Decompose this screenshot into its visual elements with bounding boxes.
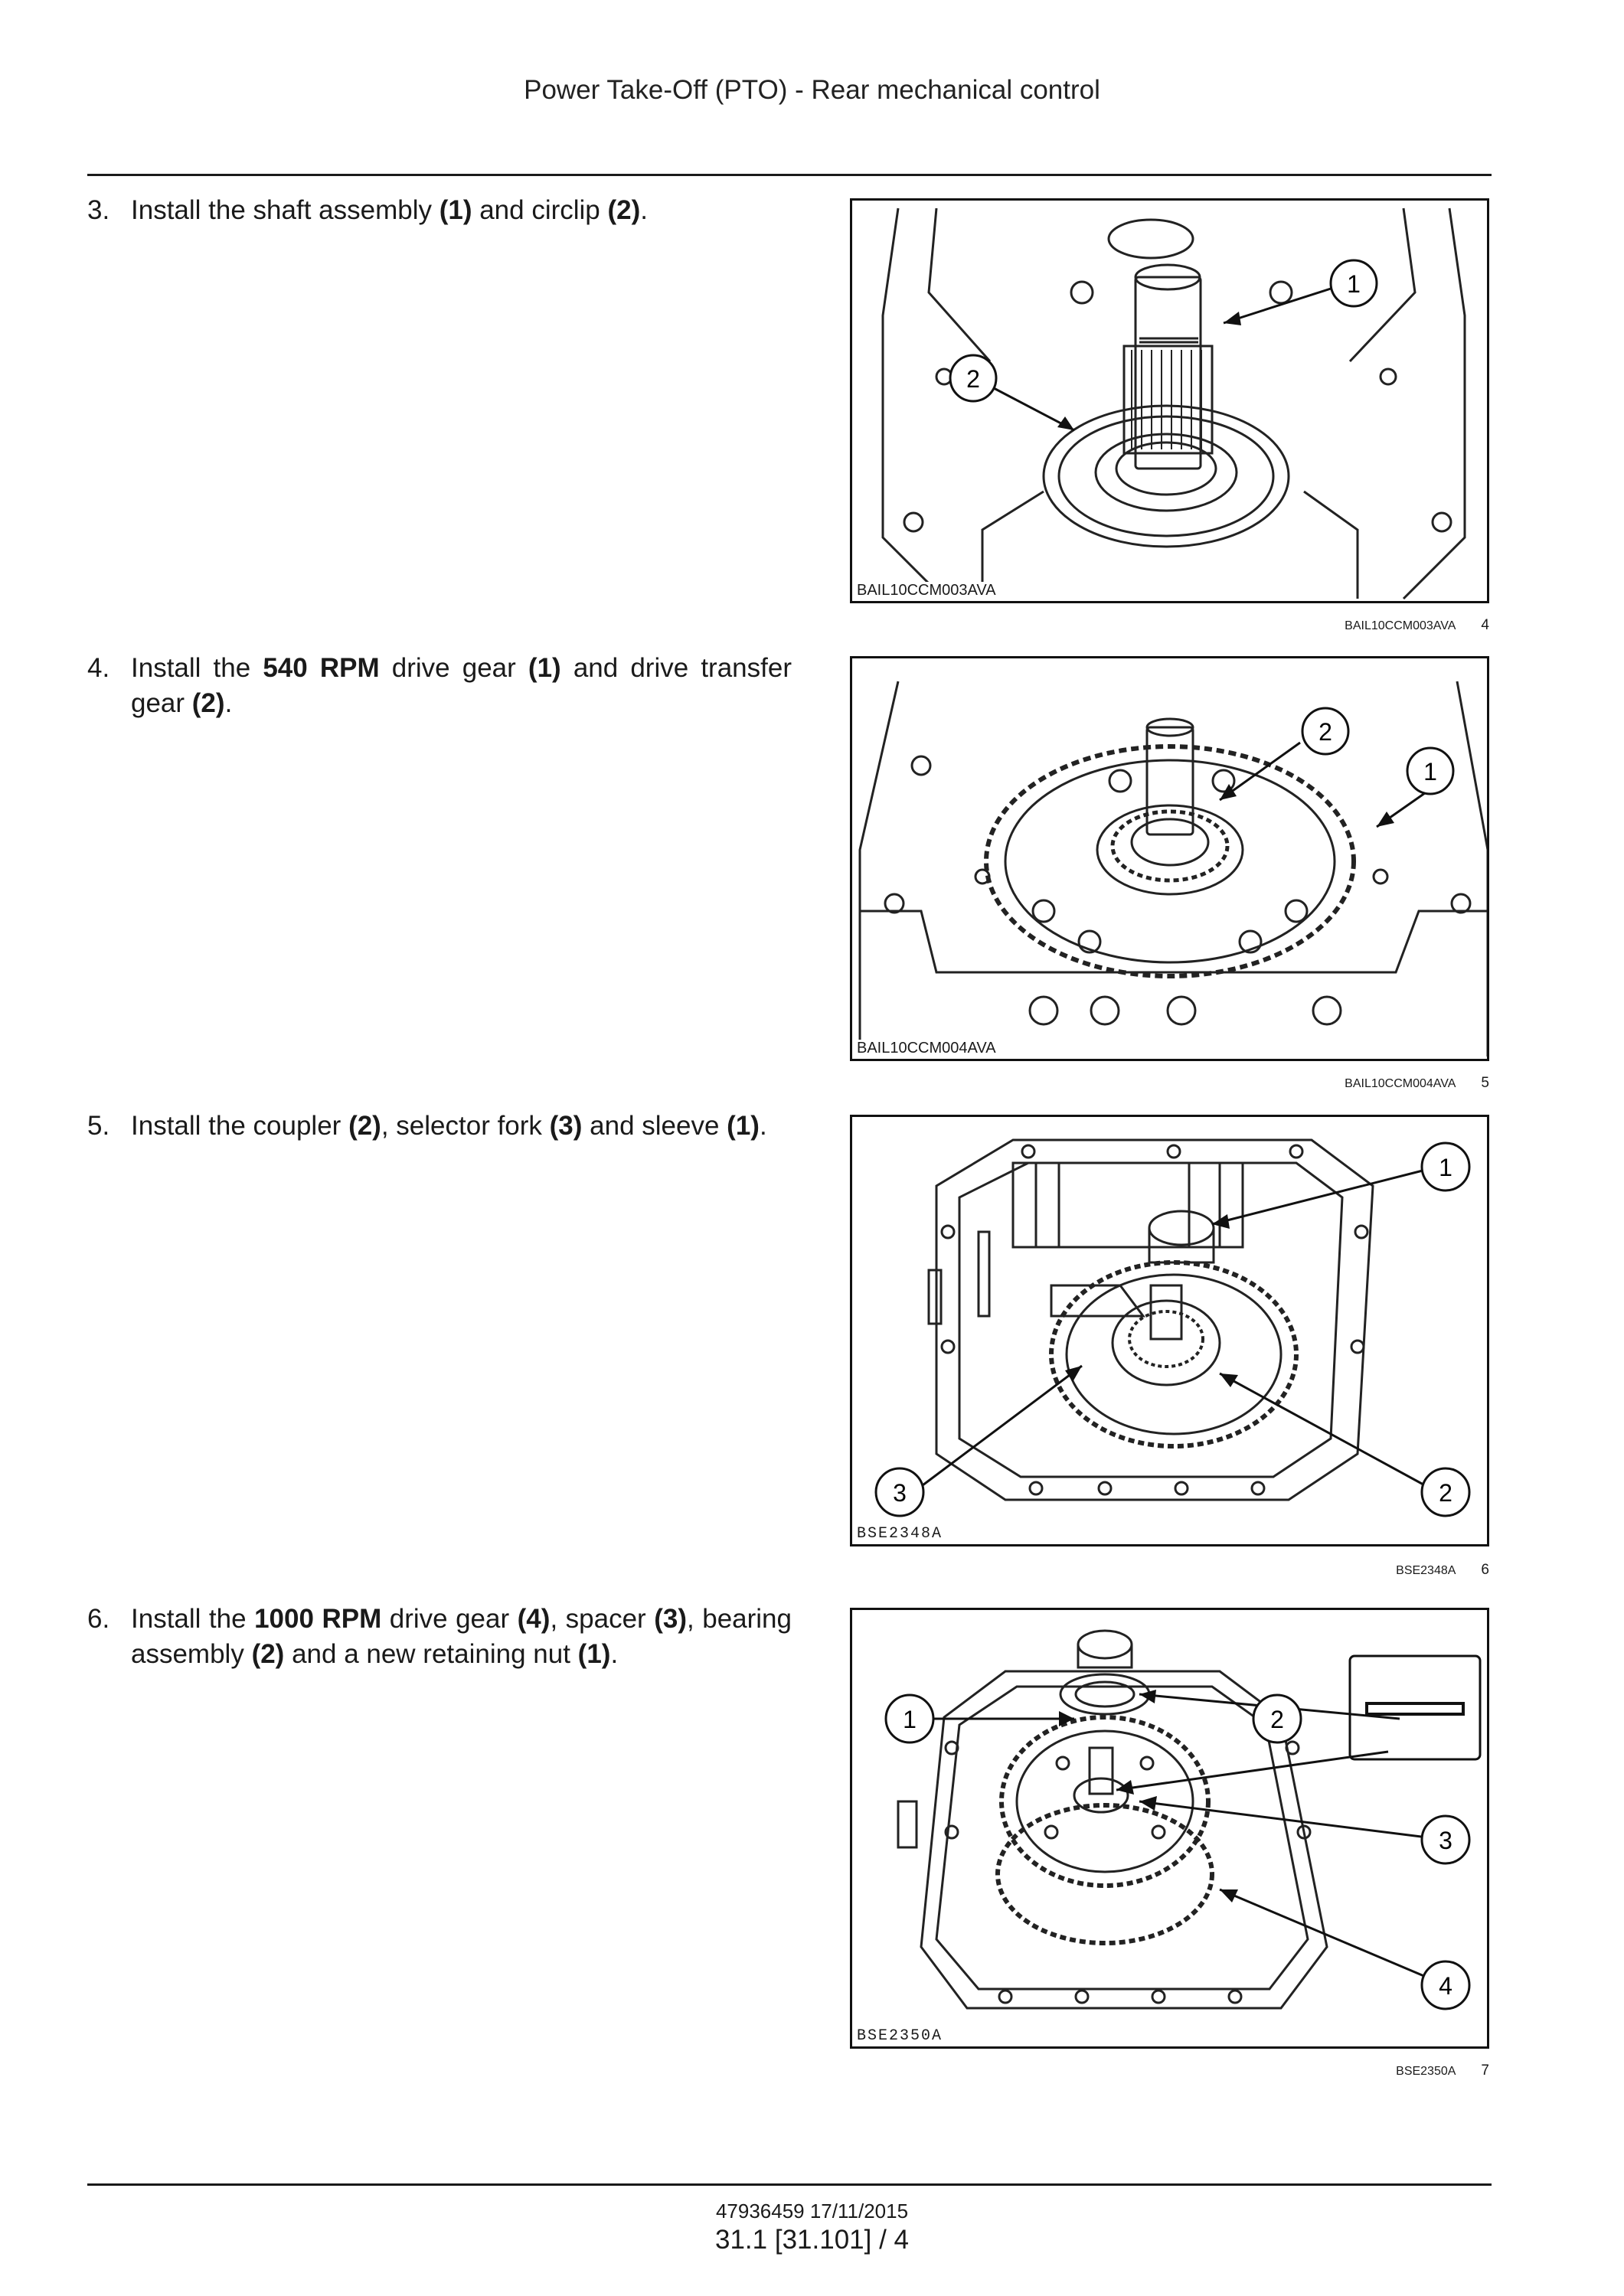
shaft-assembly-illustration: 1 2 <box>881 207 1466 600</box>
callout-1: 1 <box>1423 758 1437 785</box>
callout-2: 2 <box>1318 718 1332 746</box>
spacer-icon <box>1365 1702 1465 1716</box>
figure-1000-rpm-gear: 1 2 3 4 BSE2350A <box>850 1608 1489 2049</box>
callout-1: 1 <box>903 1706 917 1733</box>
step-4: 4. Install the 540 RPM drive gear (1) an… <box>87 651 792 721</box>
coupler-illustration: 1 3 2 <box>874 1138 1471 1517</box>
figure-code: BAIL10CCM003AVA <box>854 582 998 599</box>
figure-540-rpm-gear: 2 1 BAIL10CCM004AVA <box>850 656 1489 1061</box>
step-text: Install the 1000 RPM drive gear (4), spa… <box>131 1604 792 1669</box>
step-number: 5. <box>87 1111 110 1141</box>
step-number: 6. <box>87 1604 110 1634</box>
step-text: Install the coupler (2), selector fork (… <box>131 1111 767 1141</box>
drive-gear-illustration: 2 1 <box>858 681 1487 1057</box>
callout-2: 2 <box>1270 1706 1284 1733</box>
callout-3: 3 <box>893 1479 907 1507</box>
callout-1: 1 <box>1347 270 1361 298</box>
figure-code: BAIL10CCM004AVA <box>854 1040 998 1057</box>
caption-code: BSE2350A <box>1396 2065 1456 2078</box>
1000-rpm-gear-illustration: 1 2 3 4 <box>884 1629 1482 2010</box>
callout-2: 2 <box>1439 1479 1452 1507</box>
spacer-inset <box>1348 1654 1482 1761</box>
caption-code: BAIL10CCM004AVA <box>1345 1077 1456 1090</box>
page-number: 31.1 [31.101] / 4 <box>715 2225 909 2255</box>
footer-rule <box>87 2183 1492 2186</box>
step-number: 4. <box>87 653 110 683</box>
figure-number: 5 <box>1481 1075 1489 1091</box>
header-rule <box>87 174 1492 176</box>
callout-4: 4 <box>1439 1972 1452 2000</box>
caption-code: BSE2348A <box>1396 1564 1456 1577</box>
callout-2: 2 <box>966 365 980 393</box>
step-5: 5. Install the coupler (2), selector for… <box>87 1109 792 1144</box>
figure-caption-4: BAIL10CCM003AVA 4 <box>850 617 1489 634</box>
step-6: 6. Install the 1000 RPM drive gear (4), … <box>87 1602 792 1672</box>
figure-coupler-fork-sleeve: 1 3 2 BSE2348A <box>850 1115 1489 1546</box>
step-3: 3. Install the shaft assembly (1) and ci… <box>87 193 792 228</box>
callout-1: 1 <box>1439 1154 1452 1181</box>
figure-caption-7: BSE2350A 7 <box>850 2062 1489 2079</box>
figure-caption-5: BAIL10CCM004AVA 5 <box>850 1075 1489 1092</box>
step-number: 3. <box>87 195 110 225</box>
figure-code: BSE2348A <box>854 1525 946 1543</box>
page-header: Power Take-Off (PTO) - Rear mechanical c… <box>524 75 1100 105</box>
figure-number: 7 <box>1481 2062 1489 2079</box>
caption-code: BAIL10CCM003AVA <box>1345 619 1456 632</box>
callout-3: 3 <box>1439 1827 1452 1854</box>
document-reference: 47936459 17/11/2015 <box>715 2200 909 2223</box>
step-text: Install the shaft assembly (1) and circl… <box>131 195 649 225</box>
figure-code: BSE2350A <box>854 2027 946 2045</box>
figure-caption-6: BSE2348A 6 <box>850 1562 1489 1579</box>
figure-shaft-assembly: 1 2 BAIL10CCM003AVA <box>850 198 1489 603</box>
figure-number: 6 <box>1481 1562 1489 1578</box>
step-text: Install the 540 RPM drive gear (1) and d… <box>131 653 792 718</box>
figure-number: 4 <box>1481 617 1489 633</box>
